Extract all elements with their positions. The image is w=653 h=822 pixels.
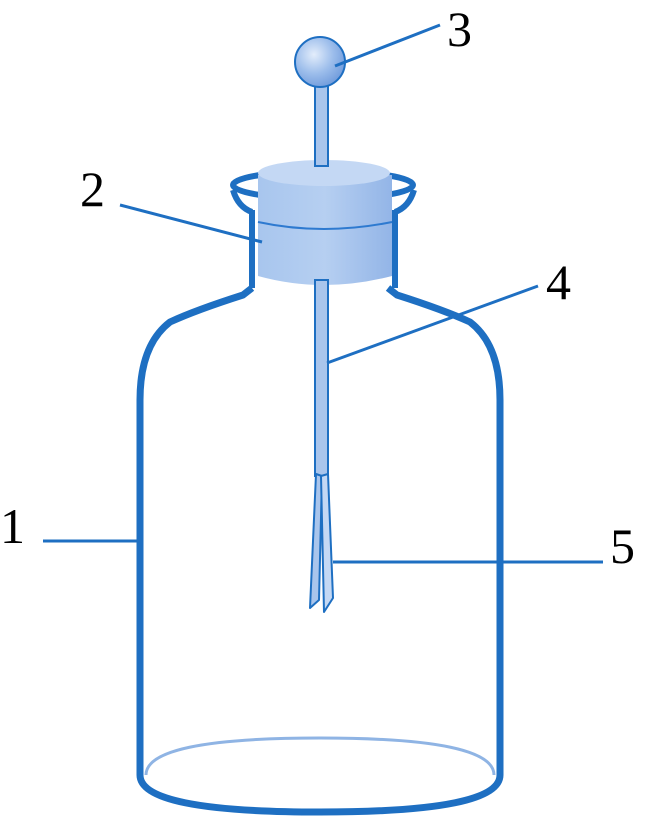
stopper-band	[257, 221, 393, 230]
bottle-lip-left	[230, 189, 254, 215]
stopper-body	[258, 175, 392, 285]
leader-line-3	[334, 23, 441, 68]
leader-lines	[43, 23, 603, 564]
label-ball: 3	[447, 1, 472, 57]
metal-rod	[314, 83, 329, 477]
label-rod: 4	[546, 254, 571, 310]
bottle-outline	[136, 285, 504, 816]
leader-line-2	[119, 203, 263, 244]
bottle-lip-right	[393, 189, 417, 215]
foil-leaf-left	[309, 473, 323, 609]
label-leaves: 5	[610, 518, 635, 574]
rod-lower	[314, 279, 329, 477]
rod-upper	[314, 83, 329, 167]
part-labels: 1 2 3 4 5	[0, 1, 635, 574]
stopper	[257, 160, 393, 285]
bottle-base-back	[144, 736, 496, 776]
leader-line-4	[326, 284, 539, 365]
metal-ball	[294, 36, 346, 88]
foil-leaves	[309, 473, 334, 613]
foil-leaf-right	[320, 473, 334, 613]
stopper-top	[258, 160, 390, 186]
glass-bottle	[136, 168, 504, 816]
label-bottle: 1	[0, 498, 25, 554]
label-stopper: 2	[80, 161, 105, 217]
